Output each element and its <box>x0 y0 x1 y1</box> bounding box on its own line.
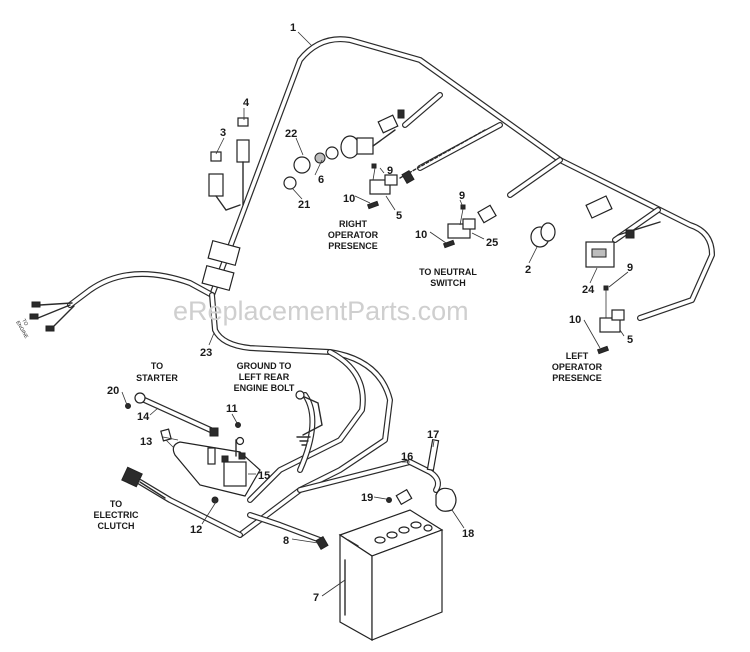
callout-numbers: 1 4 3 22 6 21 9 10 5 9 10 25 2 24 9 10 5… <box>107 22 633 604</box>
callout-6: 6 <box>318 174 324 186</box>
to-starter-label-1: TO <box>151 361 163 371</box>
callout-16: 16 <box>401 451 413 463</box>
connector-plug <box>377 109 405 134</box>
clutch-label-1: TO <box>110 499 122 509</box>
to-engine-label-1: TO <box>20 318 29 327</box>
callout-2: 2 <box>525 264 531 276</box>
callout-4: 4 <box>243 97 250 109</box>
ground-label-1: GROUND TO <box>237 361 292 371</box>
right-operator-switch <box>366 163 398 210</box>
callout-14: 14 <box>137 411 150 423</box>
left-operator-label-2: OPERATOR <box>552 362 603 372</box>
hour-meter-light-2 <box>530 222 556 248</box>
starter-cable <box>125 392 219 437</box>
clutch-label-2: ELECTRIC <box>94 510 140 520</box>
ground-label-2: LEFT REAR <box>239 372 290 382</box>
right-operator-label-3: PRESENCE <box>328 241 378 251</box>
left-operator-switch <box>596 285 625 355</box>
clutch-connector <box>121 466 219 504</box>
callout-21: 21 <box>298 199 310 211</box>
callout-9a: 9 <box>387 165 393 177</box>
callout-3: 3 <box>220 127 226 139</box>
callout-12: 12 <box>190 524 202 536</box>
neutral-switch-label-2: SWITCH <box>430 278 466 288</box>
callout-9c: 9 <box>627 262 633 274</box>
battery-cable-8 <box>315 535 329 551</box>
callout-24: 24 <box>582 284 595 296</box>
engine-harness <box>67 271 433 543</box>
neutral-switch <box>442 204 497 249</box>
callout-22: 22 <box>285 128 297 140</box>
right-operator-label-1: RIGHT <box>339 219 368 229</box>
callout-25: 25 <box>486 237 498 249</box>
ground-wire <box>295 390 323 446</box>
ground-label-3: ENGINE BOLT <box>234 383 295 393</box>
callout-19: 19 <box>361 492 373 504</box>
connector-chain-b <box>585 195 661 239</box>
callout-13: 13 <box>140 436 152 448</box>
callout-20: 20 <box>107 385 119 397</box>
callout-1: 1 <box>290 22 296 34</box>
callout-23: 23 <box>200 347 212 359</box>
callout-9b: 9 <box>459 190 465 202</box>
left-operator-label-3: PRESENCE <box>552 373 602 383</box>
left-operator-label-1: LEFT <box>566 351 589 361</box>
callout-10b: 10 <box>415 229 427 241</box>
starter-solenoid <box>160 422 261 497</box>
callout-10c: 10 <box>569 314 581 326</box>
callout-5b: 5 <box>627 334 633 346</box>
callout-11: 11 <box>226 403 238 415</box>
battery-7 <box>338 509 444 642</box>
callout-8: 8 <box>283 535 289 547</box>
relay-component-3 <box>208 151 241 211</box>
neutral-switch-label-1: TO NEUTRAL <box>419 267 477 277</box>
ignition-switch-assembly <box>283 129 396 190</box>
main-harness <box>209 36 715 321</box>
callout-5a: 5 <box>396 210 402 222</box>
right-operator-label-2: OPERATOR <box>328 230 379 240</box>
watermark: eReplacementParts.com <box>173 296 469 326</box>
callout-10a: 10 <box>343 193 355 205</box>
callout-18: 18 <box>462 528 474 540</box>
battery-cable-16 <box>386 439 457 512</box>
relay-component-4 <box>236 117 250 206</box>
to-starter-label-2: STARTER <box>136 373 178 383</box>
callout-17: 17 <box>427 429 439 441</box>
engine-leads <box>29 301 75 332</box>
connector-chain-a <box>399 129 486 185</box>
harness-connector <box>201 239 241 292</box>
clutch-label-3: CLUTCH <box>98 521 135 531</box>
diagram-labels: RIGHT OPERATOR PRESENCE TO NEUTRAL SWITC… <box>14 219 602 531</box>
callout-7: 7 <box>313 592 319 604</box>
hour-meter-24 <box>585 241 615 268</box>
callout-15: 15 <box>258 470 270 482</box>
leader-lines <box>121 31 629 597</box>
